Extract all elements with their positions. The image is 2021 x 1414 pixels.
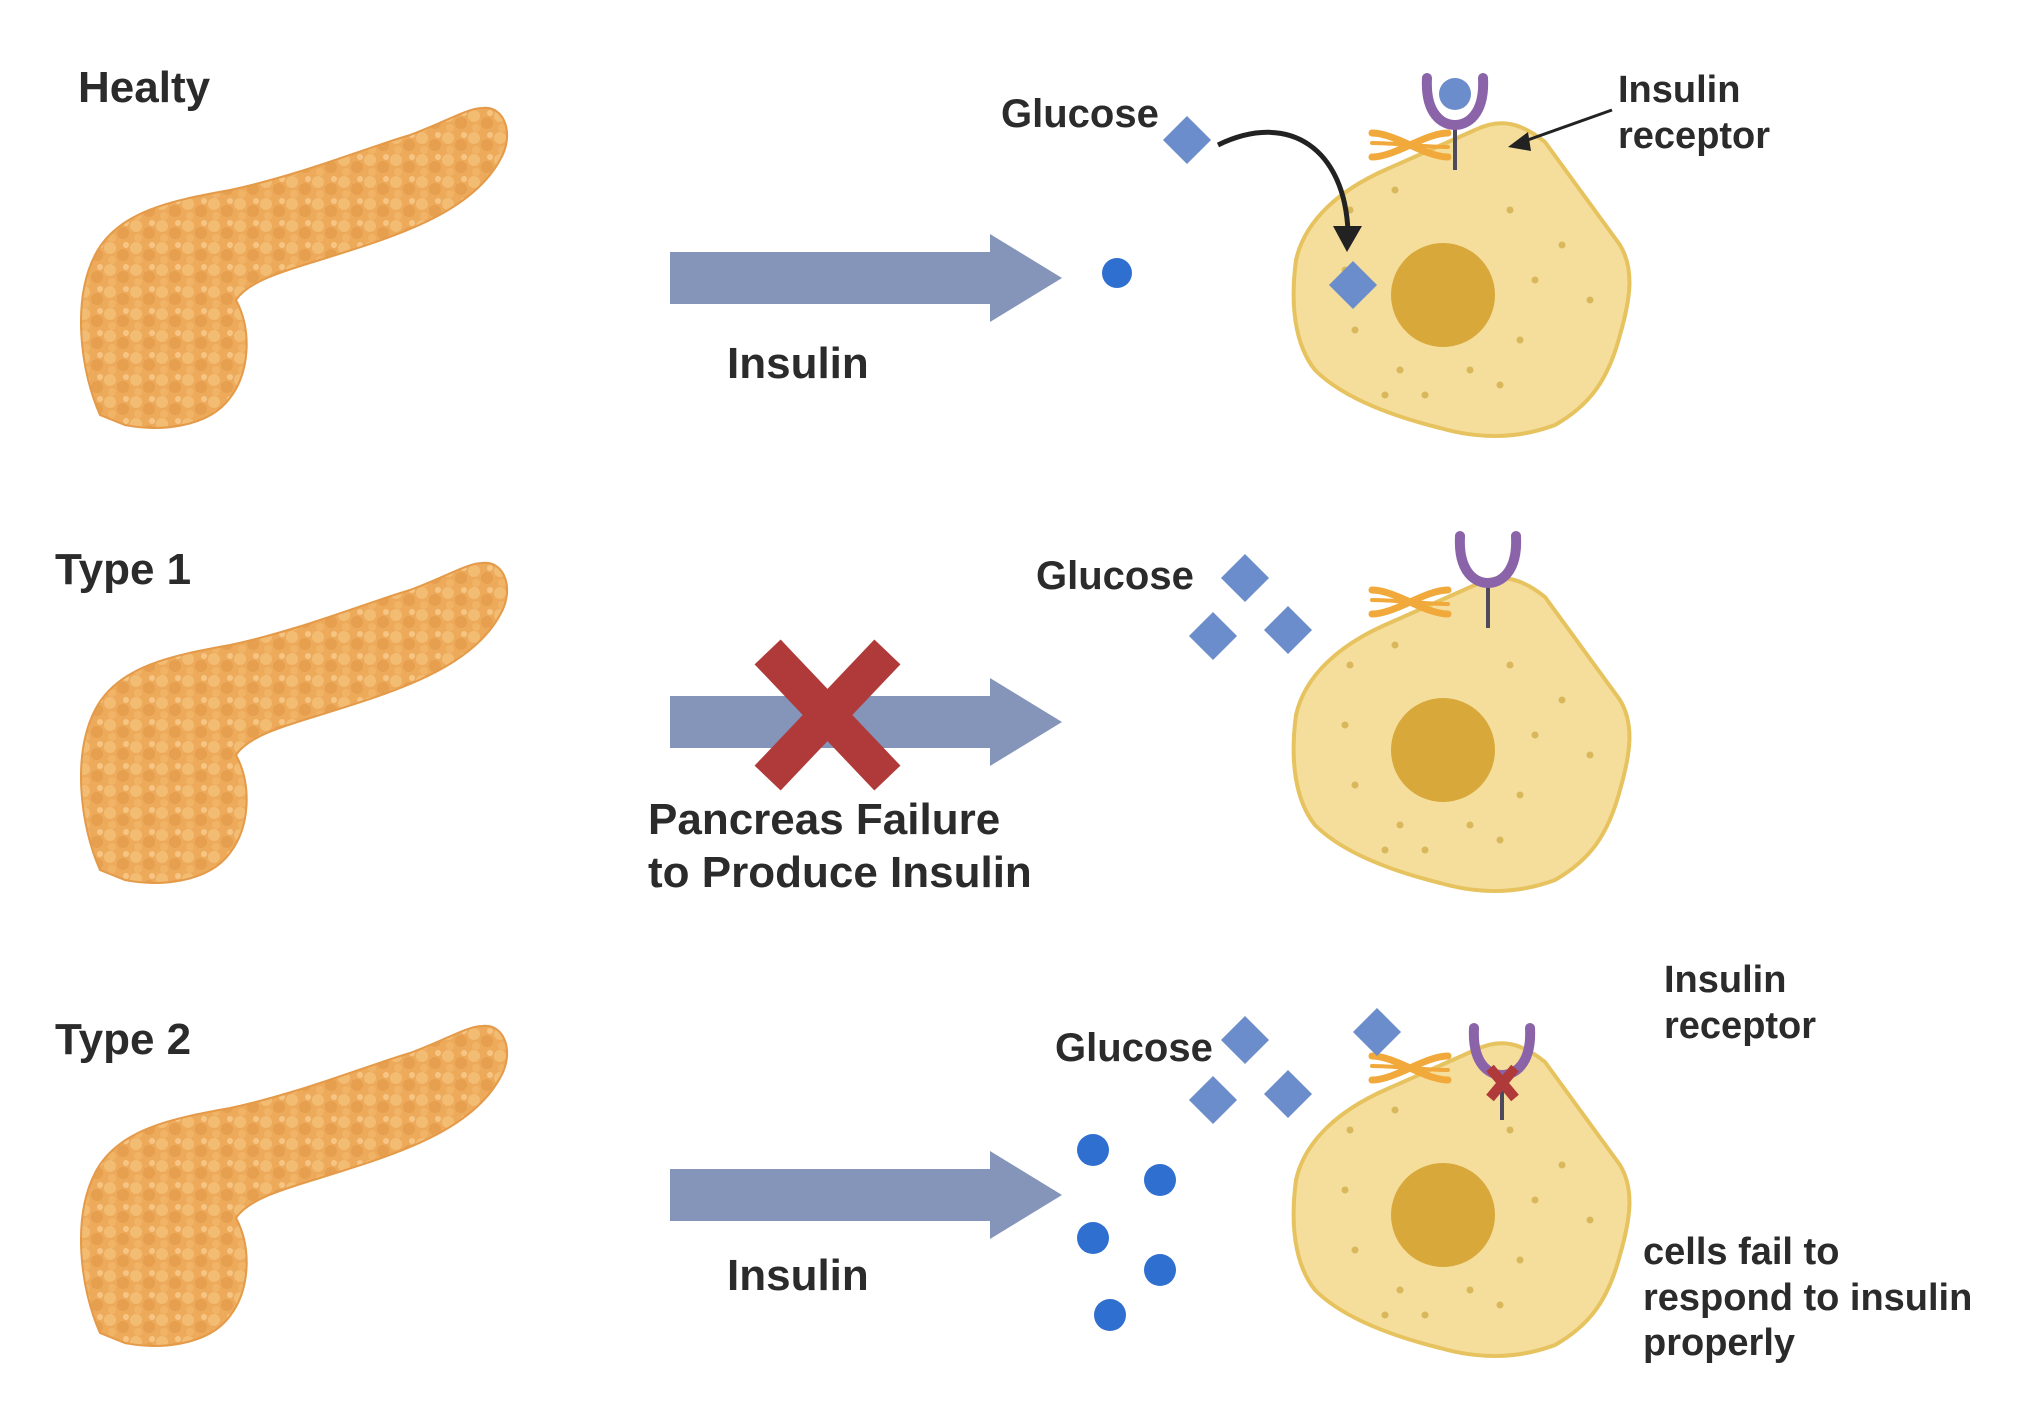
arrow-icon — [670, 234, 1062, 322]
insulin-icon — [1144, 1254, 1176, 1286]
pancreas-icon — [80, 561, 509, 884]
glucose-icon — [1220, 553, 1270, 603]
insulin-icon — [1102, 258, 1132, 288]
type1-row-title: Type 1 — [55, 545, 192, 594]
uptake-arrowhead — [1333, 226, 1362, 252]
cell-icon — [1291, 576, 1632, 893]
type1-row — [80, 536, 1632, 893]
healthy-arrow-label: Insulin — [727, 339, 869, 388]
healthy-receptor-label: Insulin receptor — [1618, 69, 1771, 157]
glucose-transporter-icon — [1372, 133, 1448, 157]
type2-row-title: Type 2 — [55, 1015, 192, 1064]
arrow-icon — [670, 1151, 1062, 1239]
insulin-icon — [1094, 1299, 1126, 1331]
glucose-icon — [1263, 605, 1313, 655]
type1-glucose-label: Glucose — [1036, 554, 1194, 598]
glucose-transporter-icon — [1372, 1056, 1448, 1080]
receptor-blocked-icon — [1486, 1064, 1519, 1102]
bound-insulin-icon — [1439, 78, 1471, 110]
pointer-line — [1521, 108, 1613, 144]
type2-arrow-label: Insulin — [727, 1251, 869, 1300]
glucose-icon — [1263, 1069, 1313, 1119]
insulin-receptor-icon — [1427, 78, 1483, 170]
healthy-row — [80, 78, 1632, 438]
glucose-icon — [1188, 1075, 1238, 1125]
type2-glucose-label: Glucose — [1055, 1026, 1213, 1070]
type1-arrow-label: Pancreas Failure to Produce Insulin — [648, 795, 1032, 897]
pointer-arrowhead — [1508, 132, 1531, 151]
glucose-icon — [1220, 1015, 1270, 1065]
cross-icon — [754, 639, 901, 791]
pancreas-icon — [80, 1024, 509, 1347]
type2-row — [80, 1007, 1632, 1358]
insulin-icon — [1077, 1134, 1109, 1166]
uptake-arrow — [1216, 129, 1351, 233]
type2-receptor-label: Insulin receptor — [1664, 959, 1817, 1047]
glucose-icon — [1352, 1007, 1402, 1057]
healthy-glucose-label: Glucose — [1001, 92, 1159, 136]
glucose-icon — [1188, 611, 1238, 661]
type2-note: cells fail to respond to insulin properl… — [1643, 1231, 1973, 1365]
glucose-icon — [1162, 115, 1212, 165]
insulin-icon — [1077, 1222, 1109, 1254]
cell-icon — [1291, 1041, 1632, 1358]
pancreas-icon — [80, 106, 509, 429]
healthy-row-title: Healty — [78, 63, 211, 112]
insulin-icon — [1144, 1164, 1176, 1196]
glucose-transporter-icon — [1372, 590, 1448, 614]
